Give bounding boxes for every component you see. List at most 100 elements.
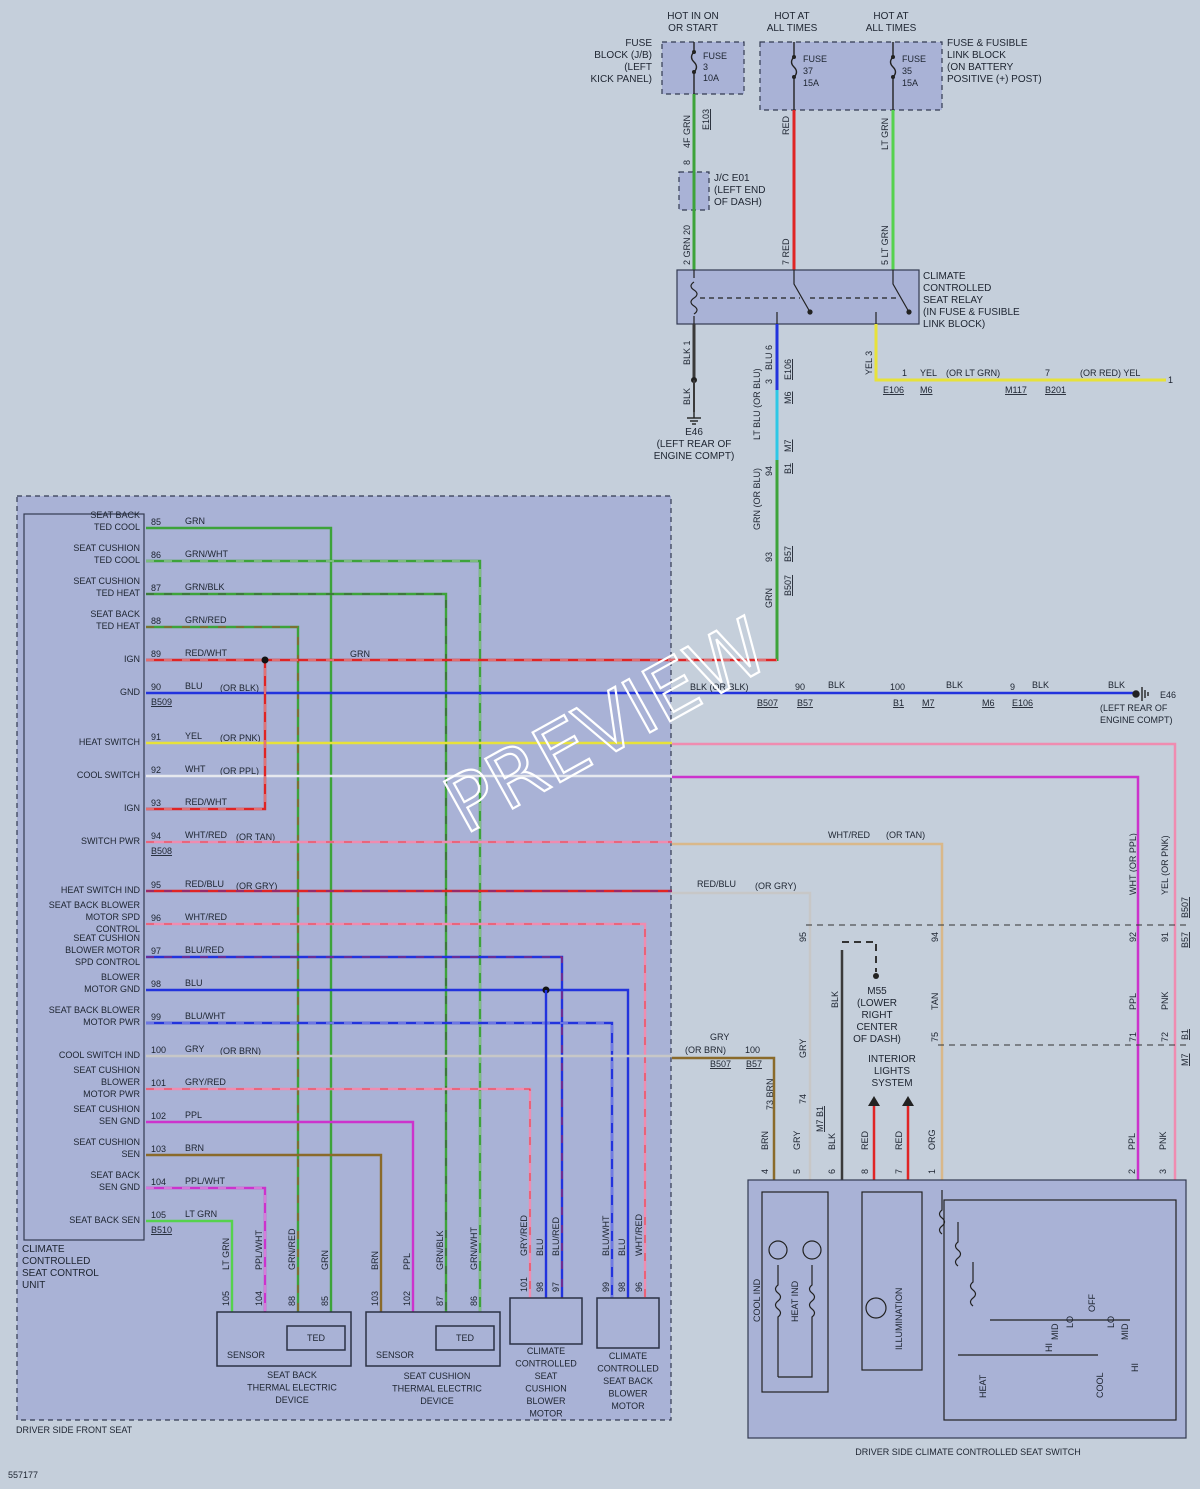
back-motor-label-1: CONTROLLED — [597, 1364, 659, 1374]
svg-text:E46: E46 — [1160, 690, 1176, 700]
ccu-pin-100-number: 100 — [151, 1045, 166, 1055]
svg-text:COOL: COOL — [1095, 1372, 1105, 1398]
ccu-pin-97-label: BLOWER MOTOR — [65, 945, 140, 955]
m55-dash — [842, 941, 877, 972]
wire-label-grn: GRN — [764, 588, 774, 608]
ccu-pin-97-wire-color: BLU/RED — [185, 945, 225, 955]
ccu-pin-92-label: COOL SWITCH — [77, 770, 140, 780]
back-blower-motor-box — [596, 1297, 660, 1349]
wire-102 — [146, 1120, 415, 1312]
wire-label-ltblu: LT BLU (OR BLU) — [752, 368, 762, 440]
right-wire-labels: WHT/RED (OR TAN) RED/BLU (OR GRY) WHT (O… — [685, 830, 1190, 1132]
arrows — [868, 1096, 914, 1106]
seat-cushion-ted-core — [435, 1325, 495, 1351]
svg-text:ENGINE COMPT): ENGINE COMPT) — [1100, 715, 1173, 725]
ccu-pin-96-label: MOTOR SPD — [86, 912, 141, 922]
wire-label-blk: BLK — [682, 388, 692, 405]
svg-text:B201: B201 — [1045, 385, 1066, 395]
ccu-pin-99-label: MOTOR PWR — [83, 1017, 140, 1027]
ccu-pin-102-label: SEN GND — [99, 1116, 141, 1126]
ccu-pin-95-wire-alt: (OR GRY) — [236, 881, 277, 891]
ccu-pin-98-label: MOTOR GND — [84, 984, 140, 994]
cushion-motor-pin-97: 97 — [551, 1282, 561, 1292]
svg-text:73 BRN: 73 BRN — [765, 1078, 775, 1110]
switch-pin-4: 4 — [760, 1169, 770, 1174]
svg-text:E106: E106 — [1012, 698, 1033, 708]
cushion-motor-pin-101: 101 — [519, 1277, 529, 1292]
svg-text:1: 1 — [902, 368, 907, 378]
ccu-pin-98-number: 98 — [151, 979, 161, 989]
svg-text:LO: LO — [1065, 1316, 1075, 1328]
ccu-pin-96-wire-color: WHT/RED — [185, 912, 227, 922]
back-motor-label-0: CLIMATE — [609, 1351, 647, 1361]
seat-relay-internals — [690, 270, 912, 324]
ccu-wires — [146, 526, 1138, 1312]
svg-text:75: 75 — [930, 1032, 940, 1042]
seat-back-ted-wire-0: LT GRN — [221, 1238, 231, 1270]
ccu-pin-98-label: BLOWER — [101, 972, 141, 982]
ign-grn-label: GRN — [350, 649, 370, 659]
svg-text:M7: M7 — [922, 698, 935, 708]
ccu-pin-86-wire-color: GRN/WHT — [185, 549, 228, 559]
switch-wire-2: PPL — [1127, 1133, 1137, 1150]
svg-text:M7: M7 — [1180, 1053, 1190, 1066]
fusible-block-box — [759, 41, 943, 111]
ccu-pin-102-label: SEAT CUSHION — [73, 1104, 140, 1114]
svg-text:15A: 15A — [902, 78, 918, 88]
switch-pin-8: 8 — [860, 1169, 870, 1174]
seat-cushion-ted-wire-3: GRN/WHT — [469, 1227, 479, 1270]
ccu-pin-101-label: MOTOR PWR — [83, 1089, 140, 1099]
ccu-pin-100-label: COOL SWITCH IND — [59, 1050, 141, 1060]
ccu-pin-96-label: CONTROL — [96, 924, 140, 934]
svg-text:OF DASH): OF DASH) — [714, 197, 762, 208]
svg-text:90: 90 — [795, 682, 805, 692]
ground-row: BLK (OR BLK) 90 BLK 100 BLK 9 BLK BLK E4… — [690, 680, 1176, 725]
ccu-pin-103-label: SEN — [121, 1149, 140, 1159]
ccu-pin-104-wire-color: PPL/WHT — [185, 1176, 226, 1186]
seat-back-ted-label-2: DEVICE — [275, 1395, 309, 1405]
cushion-motor-label-2: SEAT — [535, 1371, 558, 1381]
svg-text:35: 35 — [902, 66, 912, 76]
svg-text:MID: MID — [1120, 1323, 1130, 1340]
hot-at2-label-2: ALL TIMES — [866, 23, 917, 34]
svg-text:LINK BLOCK: LINK BLOCK — [947, 50, 1006, 61]
ccu-pin-91-wire-alt: (OR PNK) — [220, 733, 261, 743]
wire-98 — [146, 988, 630, 1298]
seat-relay-label: CLIMATE CONTROLLED SEAT RELAY (IN FUSE &… — [923, 271, 1020, 330]
svg-text:PNK: PNK — [1160, 991, 1170, 1010]
hot-run-label-2: OR START — [668, 23, 718, 34]
svg-text:10A: 10A — [703, 73, 719, 83]
pin-93: 93 — [764, 552, 774, 562]
ccu-pin-85-label: TED COOL — [94, 522, 140, 532]
ted-label-back: TED — [307, 1333, 326, 1343]
svg-text:(LOWER: (LOWER — [857, 998, 897, 1009]
svg-text:FUSE: FUSE — [902, 54, 926, 64]
svg-text:OF DASH): OF DASH) — [853, 1034, 901, 1045]
wire-label-yel3: YEL 3 — [864, 351, 874, 375]
conn-e106: E106 — [783, 359, 793, 380]
cushion-motor-wire-2: BLU/RED — [551, 1216, 561, 1256]
cushion-blower-motor-box — [509, 1297, 583, 1345]
wire-stripe-97 — [146, 956, 563, 1298]
ccu-pin-101-label: SEAT CUSHION — [73, 1065, 140, 1075]
seat-cushion-ted-pin-86: 86 — [469, 1296, 479, 1306]
ccu-pin-89-label: IGN — [124, 654, 140, 664]
svg-text:CLIMATE: CLIMATE — [923, 271, 966, 282]
switch-pin-2: 2 — [1127, 1169, 1137, 1174]
back-motor-pin-99: 99 — [601, 1282, 611, 1292]
ccu-pin-88-wire-color: GRN/RED — [185, 615, 227, 625]
ccu-pin-105-number: 105 — [151, 1210, 166, 1220]
ccu-pin-101-wire-color: GRY/RED — [185, 1077, 226, 1087]
svg-text:CLIMATE: CLIMATE — [22, 1244, 65, 1255]
back-motor-wire-1: BLU — [617, 1238, 627, 1256]
svg-text:PPL: PPL — [1128, 993, 1138, 1010]
ccu-pin-88-label: TED HEAT — [96, 621, 140, 631]
pin-94: 94 — [764, 466, 774, 476]
ccu-pin-91-wire-color: YEL — [185, 731, 202, 741]
svg-text:(OR GRY): (OR GRY) — [755, 881, 796, 891]
wire-label-grn-4f: 4F GRN — [682, 115, 692, 148]
ccu-pin-95-number: 95 — [151, 880, 161, 890]
